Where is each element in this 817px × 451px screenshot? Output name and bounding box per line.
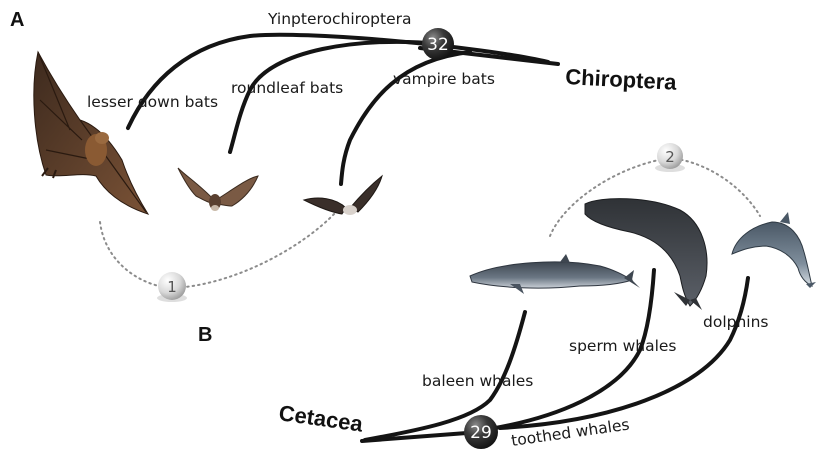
label-baleen-whales: baleen whales bbox=[422, 372, 533, 390]
dolphin-icon bbox=[732, 212, 816, 288]
convergence-marker-1: 1 bbox=[157, 272, 187, 302]
label-sperm-whales: sperm whales bbox=[569, 337, 677, 355]
node-29-label: 29 bbox=[470, 423, 492, 443]
baleen-whale-icon bbox=[470, 254, 640, 294]
label-lesser-down-bats: lesser down bats bbox=[87, 93, 218, 111]
node-32: 32 bbox=[422, 28, 454, 60]
label-yinpterochiroptera: Yinpterochiroptera bbox=[267, 10, 412, 28]
node-29: 29 bbox=[464, 415, 498, 449]
fruit-bat-icon bbox=[34, 52, 148, 214]
convergence-marker-1-label: 1 bbox=[167, 278, 177, 296]
convergence-arc-1 bbox=[100, 212, 336, 288]
label-vampire-bats: vampire bats bbox=[393, 70, 495, 88]
label-dolphins: dolphins bbox=[703, 313, 769, 331]
panel-label-a: A bbox=[10, 9, 24, 31]
convergence-marker-2: 2 bbox=[655, 143, 685, 172]
label-cetacea: Cetacea bbox=[277, 400, 365, 437]
roundleaf-bat-icon bbox=[178, 168, 258, 211]
convergence-marker-2-label: 2 bbox=[665, 148, 675, 166]
panel-label-b: B bbox=[198, 324, 212, 346]
label-roundleaf-bats: roundleaf bats bbox=[231, 79, 343, 97]
sperm-whale-icon bbox=[585, 199, 707, 310]
node-32-label: 32 bbox=[427, 35, 449, 55]
label-chiroptera: Chiroptera bbox=[565, 64, 678, 95]
